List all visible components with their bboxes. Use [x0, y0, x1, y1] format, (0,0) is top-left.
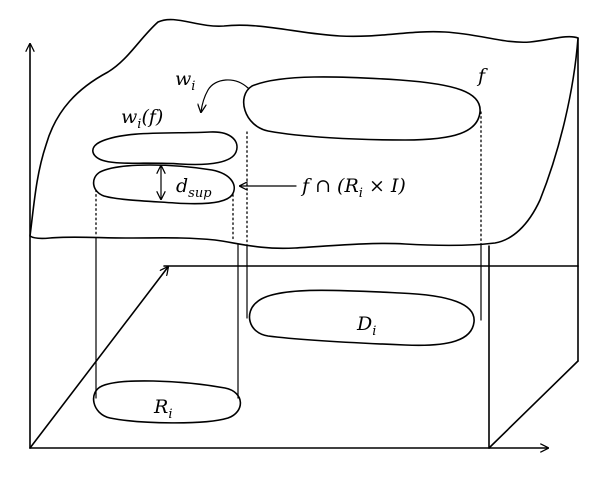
d-sup-arrow: dsup	[161, 166, 212, 201]
bounding-box	[29, 37, 579, 449]
w-i-label: wi	[175, 68, 195, 94]
w-i-f-label: wi(f)	[121, 106, 163, 132]
depth-axis	[29, 267, 168, 449]
intersection-arrow: f ∩ (Ri × I)	[240, 175, 406, 201]
intersection-label: f ∩ (Ri × I)	[300, 175, 406, 201]
region-r-i: Ri	[92, 380, 242, 424]
raised-blob-w-i-f	[92, 131, 238, 166]
w-i-curved-arrow: wi	[175, 68, 249, 112]
surface-blob-r	[92, 164, 236, 205]
d-sup-label: dsup	[176, 175, 212, 201]
region-d-i: Di	[248, 289, 475, 347]
base-right-diagonal	[488, 360, 579, 449]
r-i-label: Ri	[153, 396, 172, 422]
f-label: f	[476, 65, 488, 87]
surface-blob-d	[242, 76, 481, 141]
d-i-label: Di	[356, 313, 376, 339]
cylinder-walls	[95, 235, 482, 399]
